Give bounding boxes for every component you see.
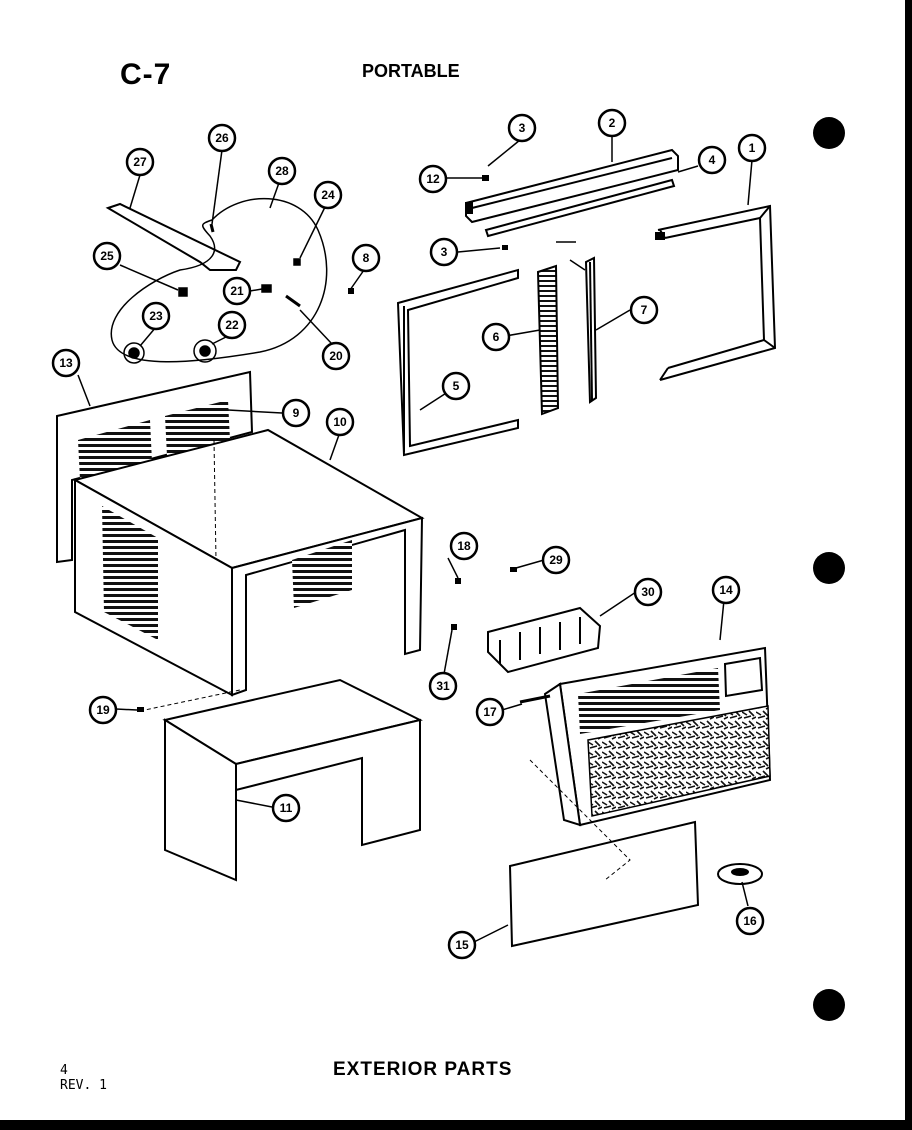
svg-text:27: 27 [133,155,147,169]
svg-text:29: 29 [549,553,563,567]
base-pan-part-11 [139,678,423,882]
callout-13: 13 [51,348,81,378]
svg-text:16: 16 [743,914,757,928]
callout-27: 27 [125,147,155,177]
svg-text:2: 2 [609,116,616,130]
strip-part-7 [584,256,598,404]
revision-label: REV. 1 [60,1078,107,1093]
binder-hole [813,552,845,584]
svg-text:18: 18 [457,539,471,553]
callout-20: 20 [321,341,351,371]
callout-16: 16 [735,906,765,936]
svg-text:15: 15 [455,938,469,952]
svg-text:25: 25 [100,249,114,263]
section-title: EXTERIOR PARTS [333,1059,513,1080]
svg-text:11: 11 [280,801,293,815]
binder-hole [813,117,845,149]
callout-17: 17 [475,697,505,727]
svg-text:17: 17 [483,705,497,719]
callout-19: 19 [88,695,118,725]
callout-29: 29 [541,545,571,575]
callout-5: 5 [441,371,471,401]
callout-11: 11 [271,793,301,823]
frame-part-1 [655,204,777,381]
callout-31: 31 [428,671,458,701]
callout-8: 8 [351,243,381,273]
binder-hole [813,989,845,1021]
svg-text:3: 3 [519,121,526,135]
svg-text:12: 12 [426,172,440,186]
panel-part-15 [508,759,700,948]
callout-1: 1 [737,133,767,163]
front-grille-part-14 [543,646,772,827]
page-title: PORTABLE [362,61,460,81]
callout-7: 7 [629,295,659,325]
callout-30: 30 [633,577,663,607]
callout-15: 15 [447,930,477,960]
svg-text:6: 6 [493,330,500,344]
top-rail-part-2 [465,148,679,238]
svg-text:9: 9 [293,406,300,420]
callout-18: 18 [449,531,479,561]
callout-4: 4 [697,145,727,175]
svg-text:4: 4 [709,153,716,167]
svg-text:13: 13 [59,356,73,370]
svg-text:20: 20 [329,349,343,363]
svg-text:28: 28 [275,164,289,178]
callout-3-top: 3 [507,113,537,143]
svg-text:7: 7 [641,303,648,317]
frame-part-5 [396,268,519,457]
page-code: C-7 [120,58,172,91]
page-number: 4 [60,1063,68,1078]
svg-text:8: 8 [363,251,370,265]
svg-text:5: 5 [453,379,460,393]
callout-26: 26 [207,123,237,153]
callout-6: 6 [481,322,511,352]
knob-part-16 [717,863,763,885]
svg-text:1: 1 [749,141,756,155]
callout-25: 25 [92,241,122,271]
callout-3-side: 3 [429,237,459,267]
side-channel-part-6 [536,264,560,416]
callouts: 1 2 3 3 4 5 6 7 8 9 10 11 12 13 14 15 16… [51,108,767,960]
svg-text:19: 19 [96,703,110,717]
callout-9: 9 [281,398,311,428]
accessory-group [105,197,328,364]
svg-text:10: 10 [333,415,347,429]
cabinet-part-10 [72,428,425,697]
svg-text:3: 3 [441,245,448,259]
callout-10: 10 [325,407,355,437]
svg-text:23: 23 [149,309,163,323]
callout-2: 2 [597,108,627,138]
svg-text:26: 26 [215,131,229,145]
svg-text:30: 30 [641,585,655,599]
svg-text:14: 14 [719,583,733,597]
callout-24: 24 [313,180,343,210]
svg-text:24: 24 [321,188,335,202]
svg-text:22: 22 [225,318,239,332]
callout-28: 28 [267,156,297,186]
callout-21: 21 [222,276,252,306]
callout-23: 23 [141,301,171,331]
svg-text:31: 31 [436,679,450,693]
binder-holes [813,117,845,1021]
callout-12: 12 [418,164,448,194]
louver-bracket-part-30 [487,606,602,674]
callout-22: 22 [217,310,247,340]
leader-lines [77,135,753,943]
fasteners [137,175,551,712]
svg-text:21: 21 [230,284,244,298]
callout-14: 14 [711,575,741,605]
